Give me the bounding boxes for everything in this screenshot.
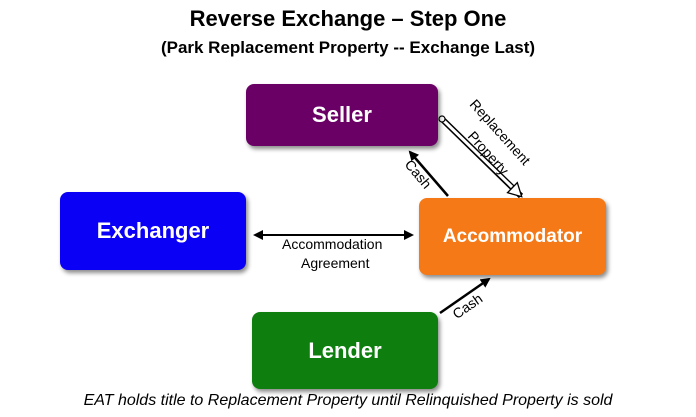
cash-to-seller-arrow (408, 150, 449, 197)
seller-label: Seller (312, 102, 372, 127)
accommodator-label: Accommodator (442, 225, 583, 247)
accommodation-label-line1: Accommodation (282, 236, 383, 252)
footer-note: EAT holds title to Replacement Property … (83, 392, 613, 409)
cash-from-lender-arrow (439, 277, 491, 315)
accommodation-label-line2: Agreement (301, 255, 370, 271)
lender-label: Lender (308, 337, 382, 363)
seller-node: Seller (246, 84, 438, 146)
accommodator-node: Accommodator (419, 198, 606, 275)
lender-node: Lender (252, 312, 438, 389)
exchanger-node: Exchanger (60, 192, 246, 270)
replacement-property-origin (438, 115, 446, 123)
diagram-subtitle: (Park Replacement Property -- Exchange L… (160, 38, 536, 57)
replacement-property-arrow-inner (440, 117, 514, 189)
exchanger-label: Exchanger (96, 218, 210, 243)
diagram-title: Reverse Exchange – Step One (189, 6, 507, 31)
